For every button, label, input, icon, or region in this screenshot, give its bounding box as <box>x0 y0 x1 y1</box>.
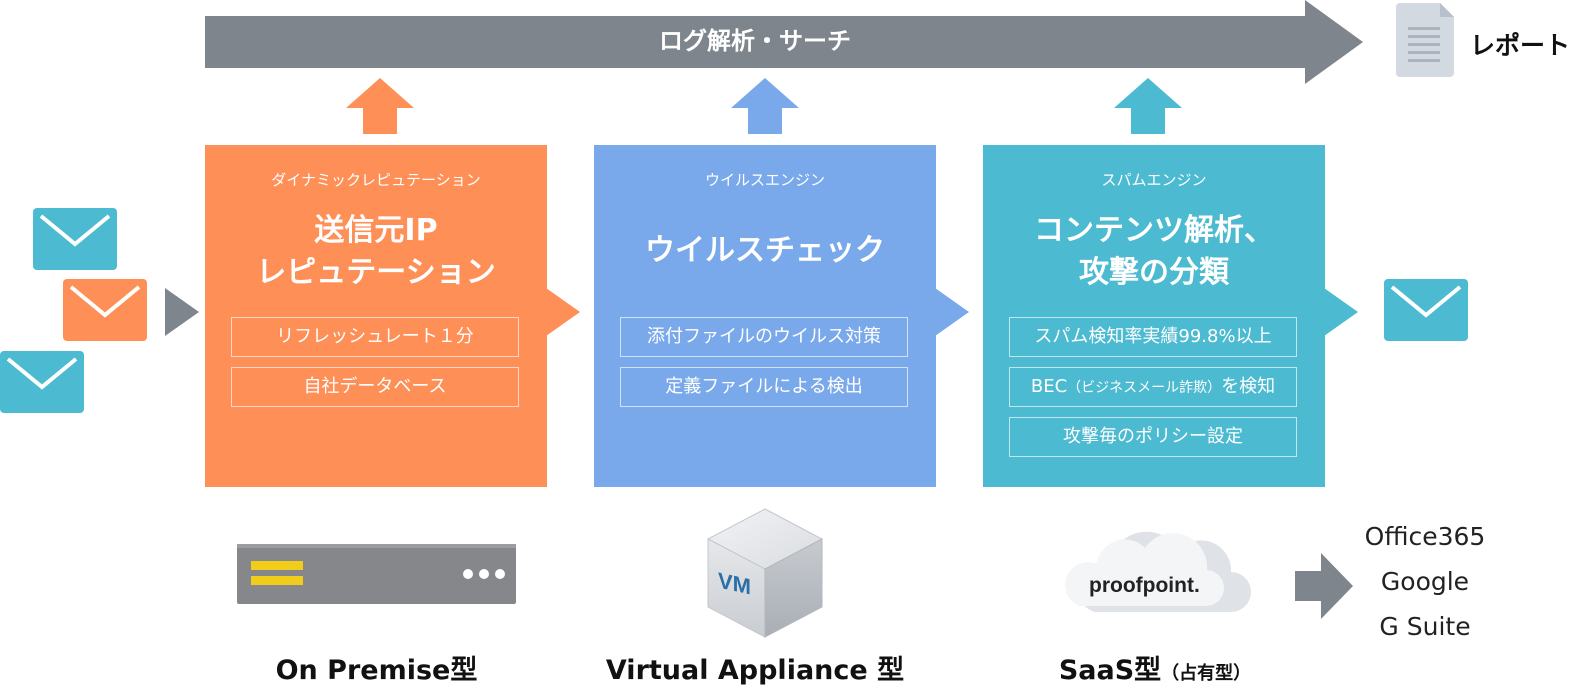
mail-icon <box>63 279 147 341</box>
panel-flow-arrow <box>546 288 580 336</box>
mail-icon <box>0 351 84 413</box>
reputation-panel: ダイナミックレピュテーション 送信元IP レピュテーション リフレッシュレート１… <box>205 145 547 487</box>
deployment-label: On Premise型 <box>275 655 478 686</box>
service-item: Office365 <box>1364 522 1486 551</box>
mail-icon <box>1384 279 1468 341</box>
service-item: G Suite <box>1379 612 1471 641</box>
up-arrow-virus <box>731 78 799 134</box>
deployment-label: Virtual Appliance 型 <box>605 655 905 686</box>
panel-title-line: 攻撃の分類 <box>1079 255 1229 290</box>
feature-note: （ビジネスメール詐欺） <box>1067 380 1222 396</box>
input-arrow-icon <box>165 288 199 336</box>
saas-to-services-arrow <box>1295 553 1353 619</box>
feature-text: BEC <box>1030 376 1068 397</box>
deployment-label: SaaS型（占有型） <box>1040 648 1270 687</box>
feature-box: BEC（ビジネスメール詐欺）を検知 <box>1009 367 1297 407</box>
panel-title-line: レピュテーション <box>256 255 496 290</box>
spam-panel: スパムエンジン コンテンツ解析、 攻撃の分類 スパム検知率実績99.8%以上 B… <box>983 145 1325 487</box>
report-label: レポート <box>1470 31 1571 60</box>
cloud-icon: proofpoint. <box>1065 531 1251 612</box>
server-icon <box>237 544 516 604</box>
feature-box: 自社データベース <box>231 367 519 407</box>
banner-label: ログ解析・サーチ <box>659 27 851 55</box>
feature-box: 定義ファイルによる検出 <box>620 367 908 407</box>
mail-icon <box>33 208 117 270</box>
panel-flow-arrow <box>935 288 969 336</box>
feature-box: リフレッシュレート１分 <box>231 317 519 357</box>
virus-panel: ウイルスエンジン ウイルスチェック 添付ファイルのウイルス対策 定義ファイルによ… <box>594 145 936 487</box>
log-search-banner-arrow <box>205 0 1363 84</box>
service-item: Google <box>1380 567 1470 596</box>
up-arrow-spam <box>1114 78 1182 134</box>
panel-subtitle: ダイナミックレピュテーション <box>271 171 481 189</box>
panel-subtitle: ウイルスエンジン <box>704 171 825 189</box>
panel-title-line: 送信元IP <box>314 213 438 248</box>
panel-title-line: ウイルスチェック <box>645 233 885 268</box>
panel-title-line: コンテンツ解析、 <box>1034 213 1274 248</box>
panel-flow-arrow <box>1324 288 1358 336</box>
vm-cube-icon: VM <box>706 508 824 638</box>
deployment-label-main: SaaS型 <box>1058 655 1162 686</box>
proofpoint-logo-text: proofpoint. <box>1089 574 1200 597</box>
feature-box: スパム検知率実績99.8%以上 <box>1009 317 1297 357</box>
deployment-label-note: （占有型） <box>1161 663 1252 684</box>
up-arrow-reputation <box>346 78 414 134</box>
document-icon <box>1396 3 1454 77</box>
panel-subtitle: スパムエンジン <box>1101 171 1207 189</box>
feature-box: 添付ファイルのウイルス対策 <box>620 317 908 357</box>
feature-box: 攻撃毎のポリシー設定 <box>1009 417 1297 457</box>
feature-text: を検知 <box>1221 376 1276 397</box>
